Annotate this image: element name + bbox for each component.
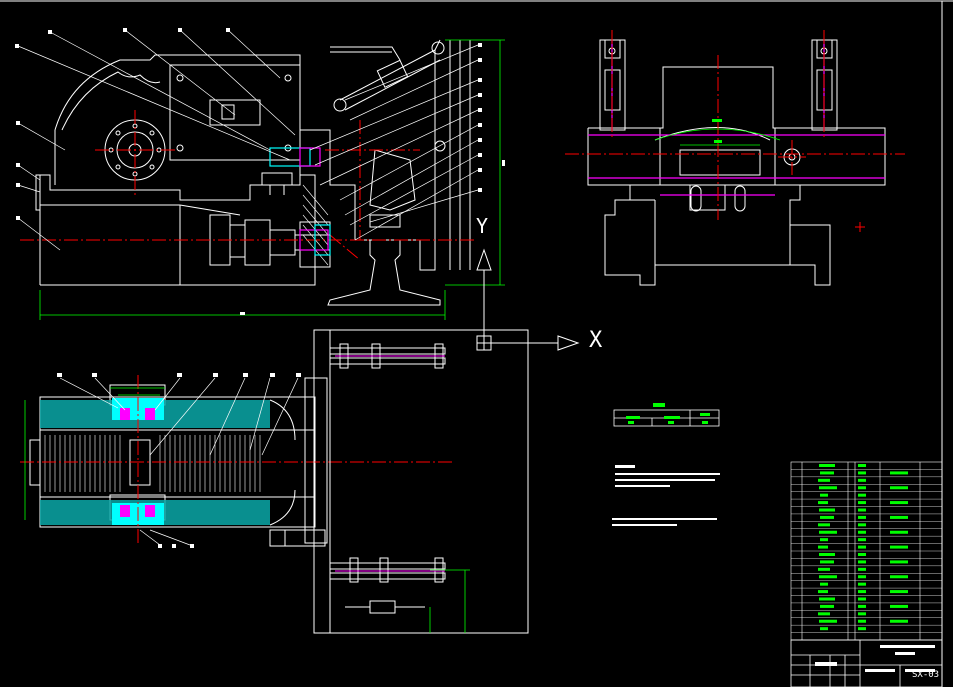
parts-list-entry-mark (858, 553, 866, 556)
parts-list-entry-mark (858, 619, 866, 623)
plan-view (304, 329, 529, 634)
parts-list-entry-mark (820, 515, 834, 519)
coordinate-axes (476, 248, 580, 351)
section-view-leaders (59, 377, 299, 546)
parameter-table-text (626, 403, 710, 424)
y-axis-label: Y (476, 214, 489, 238)
main-elevation-view (35, 39, 471, 306)
parts-list-entry-mark (819, 619, 837, 623)
plan-view-dimensions (429, 569, 470, 633)
drawing-number: SX-03 (912, 670, 940, 680)
main-elevation-dim-text (240, 160, 505, 315)
parts-list-entry-mark (818, 612, 830, 616)
parts-list-entry-mark (858, 501, 866, 505)
parts-list-entry-mark (890, 619, 908, 623)
parts-list-entry-mark (858, 478, 866, 482)
title-block-text (815, 645, 935, 672)
parts-list-entry-mark (820, 560, 834, 564)
x-axis-label: X (589, 328, 603, 353)
parts-list-entries (818, 464, 908, 631)
parts-list-entry-mark (858, 523, 866, 527)
parts-list-entry-mark (818, 590, 828, 594)
parts-list-entry-mark (820, 538, 828, 542)
parts-list-entry-mark (818, 545, 828, 549)
side-view-dim-text (712, 119, 722, 143)
parts-list-entry-mark (890, 590, 908, 594)
parts-list-entry-mark (858, 464, 866, 467)
parts-list-entry-mark (820, 627, 828, 631)
parts-list-entry-mark (858, 493, 866, 497)
technical-notes (612, 465, 720, 526)
parts-list-entry-mark (819, 597, 835, 601)
parts-list-entry-mark (858, 590, 866, 594)
parts-list-entry-mark (820, 493, 828, 497)
section-view-centerlines (20, 375, 455, 545)
side-view-dimensions (654, 128, 781, 146)
parts-list-entry-mark (890, 545, 908, 549)
side-view (587, 39, 886, 286)
parts-list-entry-mark (819, 464, 835, 467)
parts-list-rows (791, 469, 942, 633)
parts-list-entry-mark (890, 501, 908, 505)
main-elevation-leaders (17, 29, 479, 251)
parts-list-entry-mark (858, 567, 866, 571)
parts-list-entry-mark (858, 508, 866, 512)
parts-list-entry-mark (819, 508, 835, 512)
parts-list-entry-mark (890, 604, 908, 608)
parts-list-entry-mark (858, 604, 866, 608)
parts-list-entry-mark (858, 515, 866, 519)
title-block (790, 639, 943, 687)
parts-list-entry-mark (819, 575, 837, 579)
parts-list-entry-mark (819, 553, 835, 556)
parts-list-entry-mark (858, 575, 866, 579)
plan-view-highlights (335, 355, 445, 572)
parts-list-entry-mark (858, 538, 866, 542)
parts-list-entry-mark (818, 501, 828, 505)
main-elevation-centerlines (20, 110, 475, 261)
parts-list-entry-mark (818, 567, 830, 571)
parts-list-entry-mark (858, 486, 866, 490)
parts-list-entry-mark (890, 560, 908, 564)
parts-list-entry-mark (858, 530, 866, 534)
parts-list-entry-mark (858, 471, 866, 475)
parts-list-entry-mark (819, 530, 837, 534)
parts-list-entry-mark (890, 530, 908, 534)
parts-list-entry-mark (858, 597, 866, 601)
parts-list-entry-mark (820, 471, 834, 475)
parts-list-entry-mark (890, 486, 908, 490)
section-view-dimensions (24, 387, 165, 520)
parts-list-entry-mark (818, 523, 830, 527)
side-view-centerlines (565, 30, 905, 232)
main-elevation-balloons (15, 28, 482, 220)
parts-list-entry-mark (820, 604, 834, 608)
parts-list-entry-mark (858, 582, 866, 586)
side-view-highlights (588, 40, 885, 196)
parts-list-entry-mark (890, 515, 908, 519)
parts-list-entry-mark (858, 560, 866, 564)
section-view-balloons (57, 373, 301, 548)
parts-list-entry-mark (820, 582, 828, 586)
parts-list-entry-mark (890, 471, 908, 475)
parts-list-entry-mark (819, 486, 837, 490)
parts-list-entry-mark (858, 545, 866, 549)
main-elevation-highlights (269, 147, 331, 256)
parts-list-entry-mark (818, 478, 830, 482)
parts-list-entry-mark (858, 612, 866, 616)
parts-list-entry-mark (858, 627, 866, 631)
parts-list-entry-mark (890, 575, 908, 579)
section-view-teeth (44, 435, 261, 492)
